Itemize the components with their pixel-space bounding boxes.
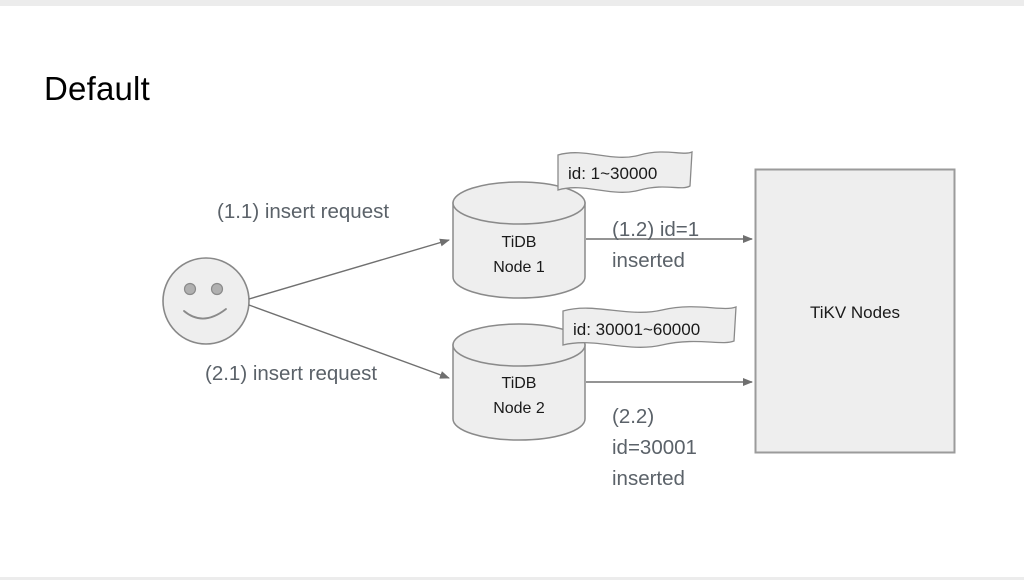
tikv-nodes-label: TiKV Nodes	[810, 303, 900, 322]
banner-id-range-2-label: id: 30001~60000	[573, 320, 700, 339]
tidb-node-2[interactable]: TiDB Node 2	[452, 323, 586, 441]
edge-label-2-2-line3: inserted	[612, 467, 685, 490]
edge-label-1-2: (1.2) id=1 inserted	[612, 218, 699, 272]
architecture-diagram: TiKV Nodes TiDB Node 1 TiDB Node 2 id: 1…	[162, 150, 956, 490]
edge-label-1-2-line2: inserted	[612, 249, 685, 272]
smiley-face-icon	[162, 257, 250, 345]
edge-label-1-2-line1: (1.2) id=1	[612, 218, 699, 241]
tikv-nodes-box[interactable]: TiKV Nodes	[754, 168, 956, 454]
edge-label-2-2-line2: id=30001	[612, 436, 697, 459]
banner-id-range-1: id: 1~30000	[557, 150, 693, 193]
edge-label-1-1: (1.1) insert request	[217, 200, 389, 223]
banner-id-range-2: id: 30001~60000	[562, 306, 737, 348]
tidb-node-1[interactable]: TiDB Node 1	[452, 181, 586, 299]
edge-user-to-node1	[248, 238, 450, 300]
tidb-node-1-label-line2: Node 1	[493, 259, 545, 276]
edge-label-2-2: (2.2) id=30001 inserted	[612, 405, 697, 490]
edge-label-2-1: (2.1) insert request	[205, 362, 377, 385]
tidb-node-2-label-line1: TiDB	[502, 375, 537, 392]
banner-id-range-1-label: id: 1~30000	[568, 164, 657, 183]
edge-user-to-node2	[248, 304, 450, 379]
tidb-node-1-label-line1: TiDB	[502, 234, 537, 251]
tidb-node-2-label-line2: Node 2	[493, 400, 545, 417]
page-title: Default	[44, 70, 150, 107]
edge-label-2-2-line1: (2.2)	[612, 405, 654, 428]
